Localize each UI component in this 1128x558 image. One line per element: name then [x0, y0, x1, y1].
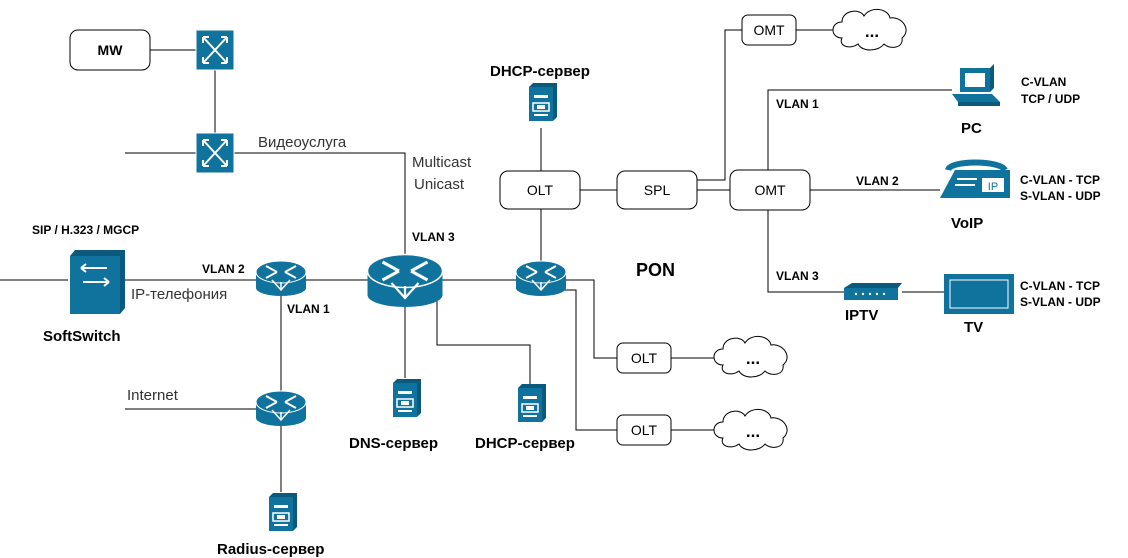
svg-text:OLT: OLT [631, 422, 658, 438]
mw-label: MW [98, 42, 124, 58]
svg-text:OLT: OLT [527, 182, 554, 198]
olt-main-node: OLT [499, 170, 581, 210]
dhcp-server-icon [528, 82, 558, 122]
router-icon [255, 260, 307, 297]
dhcp-server-bottom-label: DHCP-сервер [475, 435, 575, 452]
dns-server-label: DNS-сервер [349, 435, 438, 452]
pc-proto-label: TCP / UDP [1021, 92, 1080, 106]
svg-text:...: ... [865, 22, 879, 41]
voip-svlan-label: S-VLAN - UDP [1020, 189, 1101, 203]
tv-icon [944, 274, 1014, 314]
omt-main-node: OMT [729, 169, 811, 211]
router-icon [255, 390, 307, 427]
vlan1-router-label: VLAN 1 [287, 302, 330, 316]
radius-server-label: Radius-сервер [217, 541, 324, 558]
omt-top-node: OMT [741, 14, 797, 46]
svg-text:SPL: SPL [644, 182, 671, 198]
iptv-box-icon [844, 283, 902, 300]
vlan3-iptv-label: VLAN 3 [776, 269, 819, 283]
unicast-label: Unicast [414, 176, 465, 193]
cloud-icon: ... [832, 8, 907, 51]
voip-phone-icon: IP [940, 159, 1010, 198]
internet-label: Internet [127, 387, 179, 404]
pc-cvlan-label: C-VLAN [1021, 75, 1066, 89]
dns-server-icon [392, 378, 422, 418]
tv-cvlan-label: C-VLAN - TCP [1020, 279, 1100, 293]
cloud-icon: ... [713, 335, 788, 378]
svg-text:OMT: OMT [753, 22, 785, 38]
spl-node: SPL [616, 170, 698, 210]
softswitch-node [70, 250, 125, 314]
tv-label: TV [964, 319, 983, 336]
pc-icon [952, 64, 1000, 106]
multicast-label: Multicast [412, 154, 472, 171]
vlan2-voip-label: VLAN 2 [856, 174, 899, 188]
core-router-icon [366, 253, 444, 309]
video-service-label: Видеоуслуга [258, 134, 347, 151]
router-icon [515, 260, 567, 297]
vlan1-pc-label: VLAN 1 [776, 97, 819, 111]
ip-telephony-label: IP-телефония [131, 286, 227, 303]
dhcp-server-top-label: DHCP-сервер [490, 63, 590, 80]
svg-text:...: ... [746, 349, 760, 368]
svg-text:IP: IP [988, 181, 998, 193]
vlan3-core-label: VLAN 3 [412, 230, 455, 244]
svg-text:OLT: OLT [631, 350, 658, 366]
connection-lines [0, 29, 952, 492]
mw-node: MW [69, 29, 151, 71]
softswitch-label: SoftSwitch [43, 328, 121, 345]
radius-server-icon [268, 492, 298, 532]
tv-svlan-label: S-VLAN - UDP [1020, 295, 1101, 309]
olt-b-node: OLT [616, 414, 672, 446]
cloud-icon: ... [713, 408, 788, 451]
voip-cvlan-label: C-VLAN - TCP [1020, 173, 1100, 187]
voip-label: VoIP [951, 215, 983, 232]
pon-label: PON [636, 260, 675, 280]
vlan2-softswitch-label: VLAN 2 [202, 262, 245, 276]
switch-icon [195, 132, 235, 174]
switch-icon [195, 29, 235, 71]
svg-text:OMT: OMT [754, 182, 786, 198]
sip-label: SIP / H.323 / MGCP [32, 223, 139, 237]
pc-label: PC [961, 120, 982, 137]
iptv-label: IPTV [845, 307, 878, 324]
olt-a-node: OLT [616, 342, 672, 374]
dhcp-server-icon [517, 383, 547, 423]
svg-text:...: ... [746, 422, 760, 441]
